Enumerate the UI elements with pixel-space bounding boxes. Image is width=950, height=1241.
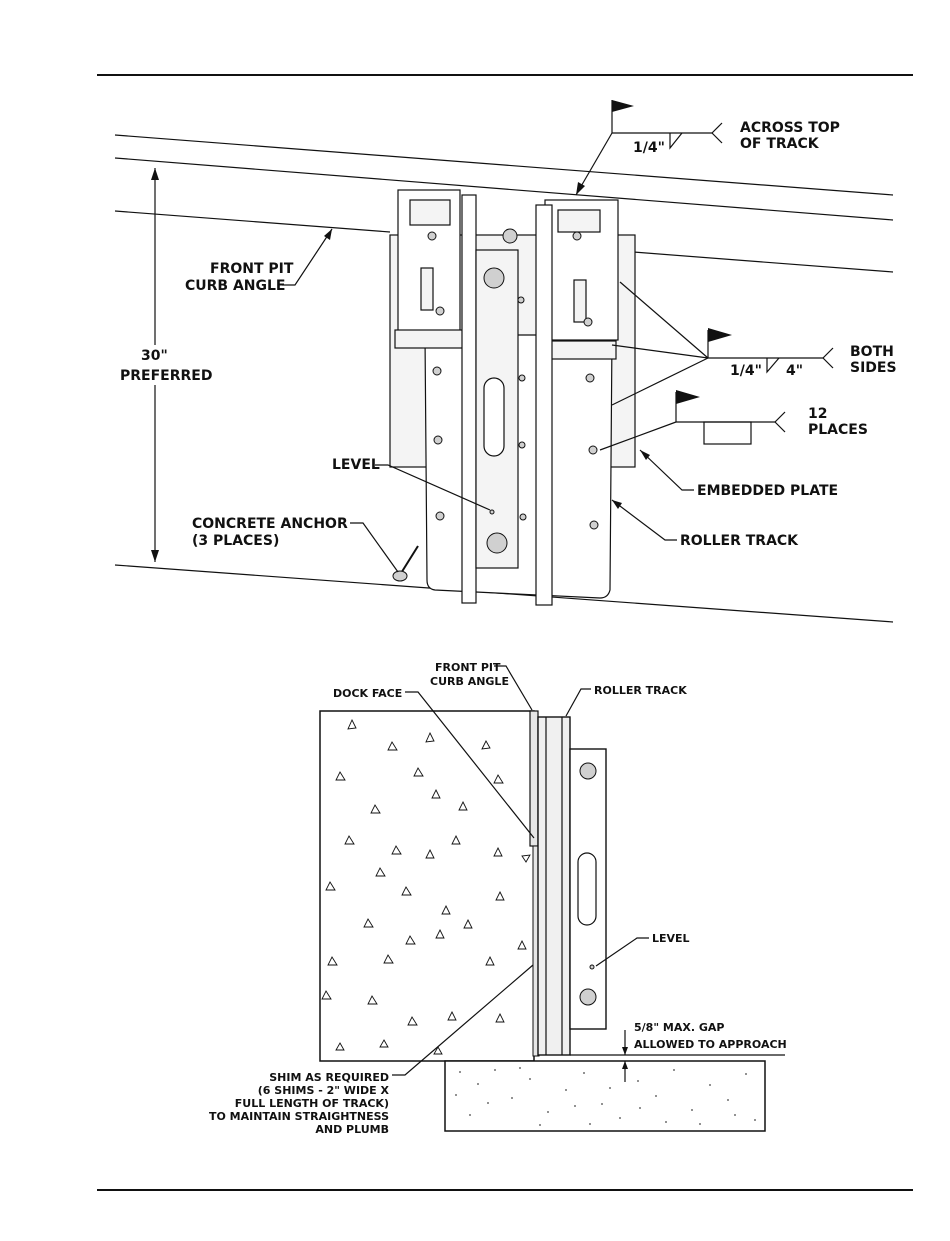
weld-sides-note-2: SIDES bbox=[850, 360, 897, 376]
bolt bbox=[502, 228, 518, 244]
shim-label-5: AND PLUMB bbox=[315, 1123, 389, 1136]
approach-speckle bbox=[455, 1067, 756, 1126]
embedded-plate-label: EMBEDDED PLATE bbox=[697, 483, 838, 499]
concrete-anchor-label-2: (3 PLACES) bbox=[192, 533, 279, 549]
shim-label-4: TO MAINTAIN STRAIGHTNESS bbox=[209, 1110, 389, 1123]
left-channel-top-bracket bbox=[409, 199, 451, 226]
hole bbox=[572, 231, 582, 241]
hole bbox=[585, 373, 595, 383]
height-note: PREFERRED bbox=[120, 368, 212, 384]
hole bbox=[519, 513, 527, 521]
roller-track-leader bbox=[611, 499, 677, 541]
weld-places-note-2: PLACES bbox=[808, 422, 868, 438]
dock-face-leader bbox=[405, 691, 535, 839]
curb-angle-mid-edge bbox=[114, 157, 894, 221]
roller-track-section bbox=[537, 716, 571, 1056]
right-channel-top-bracket bbox=[557, 209, 601, 233]
hole bbox=[432, 366, 442, 376]
concrete-anchor bbox=[392, 545, 419, 582]
dock-wall bbox=[319, 710, 535, 1062]
left-cross-bar bbox=[394, 329, 466, 349]
right-channel-slot bbox=[573, 279, 587, 323]
gap-label-1: 5/8" MAX. GAP bbox=[634, 1021, 724, 1034]
roller-track-label: ROLLER TRACK bbox=[680, 533, 799, 549]
curb-angle-top-edge bbox=[114, 134, 894, 196]
level-end-hole-bottom bbox=[486, 532, 508, 554]
side-roller-track-label: ROLLER TRACK bbox=[594, 684, 687, 697]
right-cross-bar bbox=[547, 340, 617, 360]
side-view: FRONT PIT CURB ANGLE DOCK FACE ROLLER TR… bbox=[209, 661, 787, 1136]
curb-angle-lower-edge-right bbox=[619, 250, 894, 273]
weld-sides-size: 1/4" bbox=[730, 363, 762, 379]
embedded-plate-leader bbox=[639, 449, 694, 491]
shim-label-3: FULL LENGTH OF TRACK) bbox=[235, 1097, 389, 1110]
level-leader bbox=[375, 464, 491, 511]
weld-sides-length: 4" bbox=[786, 363, 803, 379]
hole bbox=[583, 317, 593, 327]
weld-top-note-1: ACROSS TOP bbox=[740, 120, 840, 136]
side-curb-angle-leader bbox=[494, 665, 533, 711]
level-end-hole-top bbox=[483, 267, 505, 289]
hole bbox=[435, 511, 445, 521]
top-view: 30" PREFERRED 1/4" ACROSS TOP OF TRACK F… bbox=[114, 100, 897, 623]
side-curb-angle-label-1: FRONT PIT bbox=[435, 661, 501, 674]
hole bbox=[433, 435, 443, 445]
level-end-hole-top bbox=[579, 762, 597, 780]
curb-angle-section bbox=[529, 710, 539, 847]
concrete-anchor-leader bbox=[350, 522, 399, 573]
weld-sides-note-1: BOTH bbox=[850, 344, 894, 360]
hole bbox=[517, 296, 525, 304]
curb-angle-lower-edge-left bbox=[114, 210, 391, 233]
curb-angle-label-2: CURB ANGLE bbox=[185, 278, 286, 294]
weld-places-note-1: 12 bbox=[808, 406, 827, 422]
level-dot bbox=[489, 509, 495, 515]
height-value: 30" bbox=[141, 348, 168, 364]
gap-label-2: ALLOWED TO APPROACH bbox=[634, 1038, 787, 1051]
weld-top-note-2: OF TRACK bbox=[740, 136, 820, 152]
weld-top-size: 1/4" bbox=[633, 140, 665, 156]
shim-label-2: (6 SHIMS - 2" WIDE X bbox=[258, 1084, 390, 1097]
concrete-anchor-label-1: CONCRETE ANCHOR bbox=[192, 516, 348, 532]
side-level-label: LEVEL bbox=[652, 932, 690, 945]
side-roller-track-leader bbox=[565, 688, 591, 717]
hole bbox=[427, 231, 437, 241]
curb-angle-label-1: FRONT PIT bbox=[210, 261, 294, 277]
hole bbox=[435, 306, 445, 316]
gap-dimension bbox=[570, 1030, 785, 1082]
hole bbox=[518, 441, 526, 449]
level-vial-slot bbox=[577, 852, 597, 926]
concrete-aggregate bbox=[321, 718, 531, 1055]
hole bbox=[589, 520, 599, 530]
shim-leader bbox=[392, 964, 534, 1076]
curb-angle-leader bbox=[282, 228, 333, 286]
height-dimension bbox=[118, 168, 198, 562]
left-rail bbox=[461, 194, 477, 604]
shim-label-1: SHIM AS REQUIRED bbox=[269, 1071, 389, 1084]
weld-symbol-sides bbox=[611, 281, 834, 406]
dock-face-label: DOCK FACE bbox=[333, 687, 402, 700]
hole bbox=[518, 374, 526, 382]
hole bbox=[588, 445, 598, 455]
weld-symbol-top bbox=[575, 100, 723, 196]
right-rail bbox=[535, 204, 553, 606]
level-dot bbox=[589, 964, 595, 970]
left-channel-slot bbox=[420, 267, 434, 311]
level-label: LEVEL bbox=[332, 457, 380, 473]
approach-slab bbox=[444, 1060, 766, 1132]
side-curb-angle-label-2: CURB ANGLE bbox=[430, 675, 509, 688]
level-end-hole-bottom bbox=[579, 988, 597, 1006]
weld-symbol-places bbox=[599, 390, 786, 451]
side-level-leader bbox=[595, 937, 649, 967]
level-vial-slot bbox=[483, 377, 505, 457]
